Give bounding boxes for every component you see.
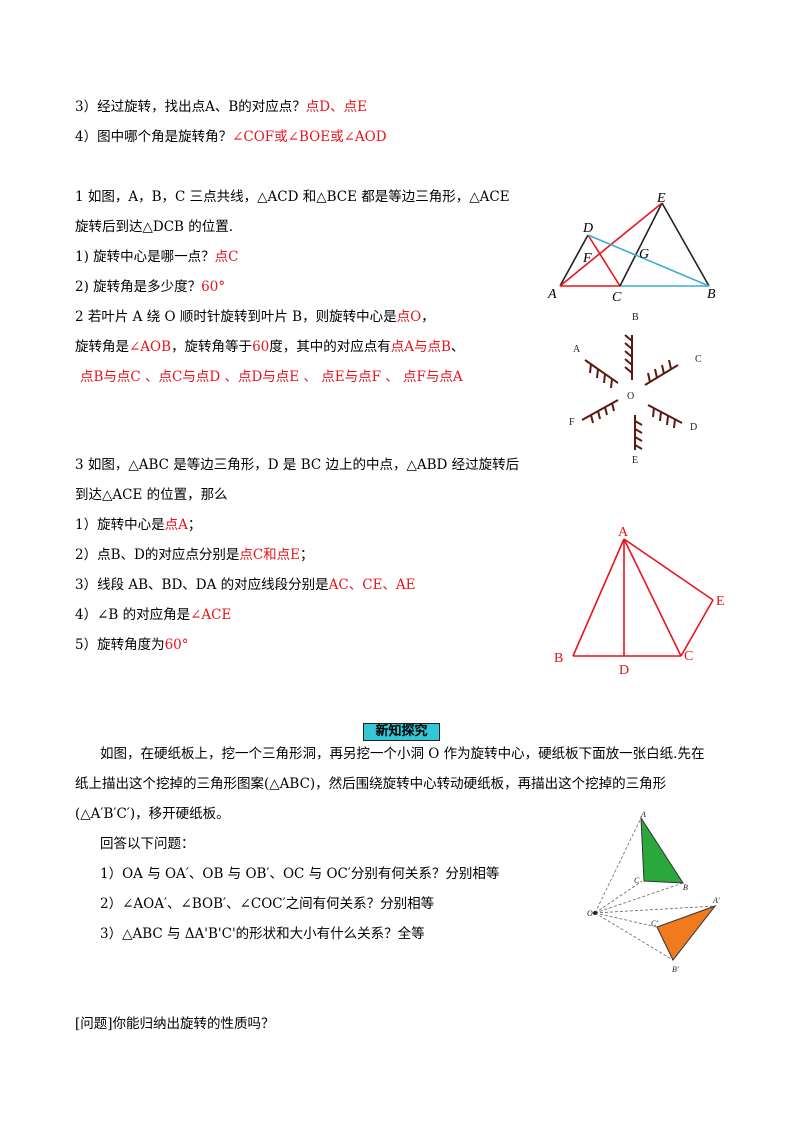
ex3-item-4: 4）∠B 的对应角是∠ACE bbox=[75, 607, 232, 623]
ex1-q2: 2) 旋转角是多少度？60° bbox=[75, 279, 226, 295]
label-a: A bbox=[547, 287, 557, 302]
section-badge: 新知探究 bbox=[363, 723, 440, 741]
leaf-label-o: O bbox=[627, 391, 634, 402]
question-line: [问题]你能归纳出旋转的性质吗？ bbox=[75, 1016, 275, 1032]
triangle-a2b2c2 bbox=[656, 904, 717, 961]
ex2-line2: 旋转角是∠AOB，旋转角等于60度，其中的对应点有点A与点B、 bbox=[75, 339, 465, 355]
ex1-q1: 1) 旋转中心是哪一点？点C bbox=[75, 249, 239, 265]
rot-label-a2: A′ bbox=[712, 896, 720, 905]
ex2-figure: B C D E F A O bbox=[569, 312, 702, 466]
leaf-label-b: B bbox=[632, 312, 639, 323]
section-prompt: 回答以下问题： bbox=[100, 836, 195, 852]
label-d: D bbox=[582, 221, 593, 236]
section-q2: 2）∠AOA′、∠BOB′、∠COC′之间有何关系？分别相等 bbox=[100, 896, 435, 912]
ex2-line1: 2 若叶片 A 绕 O 顺时针旋转到叶片 B，则旋转中心是点O， bbox=[75, 309, 435, 325]
intro-q3: 3）经过旋转，找出点A、B的对应点？点D、点E bbox=[75, 99, 367, 115]
rot-label-b2: B′ bbox=[672, 965, 679, 974]
label-e: E bbox=[656, 191, 666, 206]
label-b: B bbox=[554, 651, 563, 666]
rotation-figure: A B C O A′ B′ C′ bbox=[587, 810, 720, 974]
rot-label-c: C bbox=[634, 876, 640, 885]
seg-ad bbox=[559, 234, 589, 287]
section-para2: 纸上描出这个挖掉的三角形图案(△ABC)，然后围绕旋转中心转动硬纸板，再描出这个… bbox=[75, 776, 667, 792]
leaf-label-c: C bbox=[695, 354, 702, 365]
center-o bbox=[593, 911, 597, 915]
rot-label-o: O bbox=[587, 909, 593, 918]
ex3-item-5: 5）旋转角度为60° bbox=[75, 637, 189, 653]
leaf-label-e: E bbox=[632, 455, 638, 466]
label-g: G bbox=[639, 247, 649, 262]
label-c: C bbox=[684, 649, 693, 664]
rot-label-b: B bbox=[683, 883, 688, 892]
ex1-line2: 旋转后到达△DCB 的位置. bbox=[75, 219, 234, 235]
label-b: B bbox=[707, 287, 716, 302]
seg-ce bbox=[619, 202, 663, 287]
ex3-line2: 到达△ACE 的位置，那么 bbox=[75, 487, 228, 503]
leaf-label-f: F bbox=[569, 417, 575, 428]
label-e: E bbox=[716, 594, 725, 609]
rot-label-a: A bbox=[640, 810, 646, 819]
ex3-item-3: 3）线段 AB、BD、DA 的对应线段分别是AC、CE、AE bbox=[75, 577, 416, 593]
ex3-figure: A B C D E bbox=[554, 525, 725, 677]
section-q3: 3）△ABC 与 ΔA'B'C'的形状和大小有什么关系？全等 bbox=[100, 926, 425, 942]
rot-label-c2: C′ bbox=[651, 919, 658, 928]
ex1-line1: 1 如图，A，B，C 三点共线，△ACD 和△BCE 都是等边三角形，△ACE bbox=[75, 189, 510, 205]
seg-dc bbox=[587, 234, 621, 287]
intro-q4: 4）图中哪个角是旋转角？∠COF或∠BOE或∠AOD bbox=[75, 129, 387, 145]
ex1-figure: D E F G A C B bbox=[547, 191, 716, 303]
label-f: F bbox=[582, 251, 592, 266]
triangle-abc bbox=[640, 816, 684, 884]
seg-eb bbox=[661, 202, 710, 287]
ex3-line1: 3 如图，△ABC 是等边三角形，D 是 BC 边上的中点，△ABD 经过旋转后 bbox=[75, 457, 520, 473]
section-q1: 1）OA 与 OA′、OB 与 OB′、OC 与 OC′分别有何关系？分别相等 bbox=[100, 866, 500, 882]
section-para3: (△A′B′C′)，移开硬纸板。 bbox=[75, 806, 230, 822]
label-d: D bbox=[619, 663, 629, 677]
label-a: A bbox=[618, 525, 629, 540]
label-c: C bbox=[612, 290, 622, 303]
section-para1: 如图，在硬纸板上，挖一个三角形洞，再另挖一个小洞 O 作为旋转中心，硬纸板下面放… bbox=[100, 746, 705, 762]
seg-db bbox=[587, 234, 710, 287]
ex2-line3: 点B与点C 、点C与点D 、点D与点E 、 点E与点F 、 点F与点A bbox=[80, 369, 463, 385]
leaf-label-d: D bbox=[690, 422, 697, 433]
ex3-item-1: 1）旋转中心是点A； bbox=[75, 517, 202, 533]
leaf-label-a: A bbox=[573, 344, 581, 355]
ex3-item-2: 2）点B、D的对应点分别是点C和点E； bbox=[75, 547, 314, 563]
